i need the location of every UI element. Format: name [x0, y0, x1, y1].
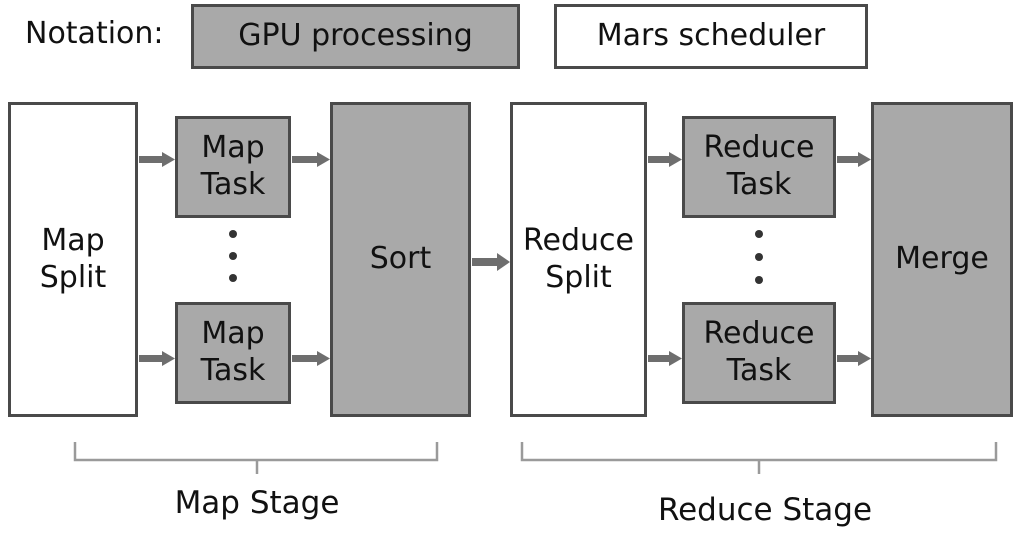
legend-mars-scheduler-text: Mars scheduler — [596, 18, 826, 54]
notation-label: Notation: — [25, 16, 164, 51]
arrow-split-to-map-task-bottom — [139, 351, 175, 366]
reduce-split-line-1: Reduce — [523, 222, 634, 258]
reduce-task-top-line-1: Reduce — [703, 130, 815, 166]
sort-box: Sort — [330, 102, 471, 417]
legend-mars-scheduler: Mars scheduler — [554, 4, 868, 69]
reduce-task-top-line-2: Task — [726, 167, 792, 202]
map-task-bottom-box: Map Task — [175, 302, 291, 404]
ellipsis-dot — [229, 252, 237, 260]
ellipsis-dot — [229, 230, 237, 238]
ellipsis-dot — [755, 253, 763, 261]
reduce-split-line-2: Split — [545, 259, 612, 295]
reduce-task-ellipsis — [753, 230, 765, 284]
arrow-map-task-top-to-sort — [292, 152, 330, 167]
reduce-stage-brace — [520, 442, 998, 474]
arrow-reduce-task-top-to-merge — [837, 152, 871, 167]
reduce-task-bottom-line-2: Task — [726, 353, 792, 388]
map-task-bottom-line-1: Map — [201, 316, 265, 352]
arrow-split-to-map-task-top — [139, 152, 175, 167]
sort-label: Sort — [369, 241, 432, 277]
reduce-task-bottom-line-1: Reduce — [703, 316, 815, 352]
legend-gpu-processing: GPU processing — [191, 4, 520, 69]
merge-box: Merge — [871, 102, 1013, 417]
map-split-line-1: Map — [41, 222, 105, 258]
map-task-top-line-2: Task — [200, 167, 266, 202]
arrow-split-to-reduce-task-top — [648, 152, 682, 167]
legend-gpu-processing-text: GPU processing — [238, 18, 473, 54]
map-stage-label: Map Stage — [174, 485, 340, 521]
ellipsis-dot — [229, 274, 237, 282]
arrow-reduce-task-bottom-to-merge — [837, 351, 871, 366]
reduce-split-box: Reduce Split — [510, 102, 647, 417]
map-task-top-line-1: Map — [201, 130, 265, 166]
arrow-split-to-reduce-task-bottom — [648, 351, 682, 366]
reduce-task-bottom-box: Reduce Task — [682, 302, 836, 404]
map-split-box: Map Split — [8, 102, 138, 417]
map-task-top-box: Map Task — [175, 116, 291, 218]
arrow-map-task-bottom-to-sort — [292, 351, 330, 366]
map-task-ellipsis — [227, 230, 239, 282]
reduce-stage-label: Reduce Stage — [657, 492, 873, 528]
map-stage-brace — [73, 442, 439, 474]
map-task-bottom-line-2: Task — [200, 353, 266, 388]
ellipsis-dot — [755, 276, 763, 284]
ellipsis-dot — [755, 230, 763, 238]
reduce-task-top-box: Reduce Task — [682, 116, 836, 218]
merge-label: Merge — [895, 241, 989, 277]
map-split-line-2: Split — [39, 259, 107, 295]
arrow-sort-to-reduce-split — [472, 253, 510, 271]
